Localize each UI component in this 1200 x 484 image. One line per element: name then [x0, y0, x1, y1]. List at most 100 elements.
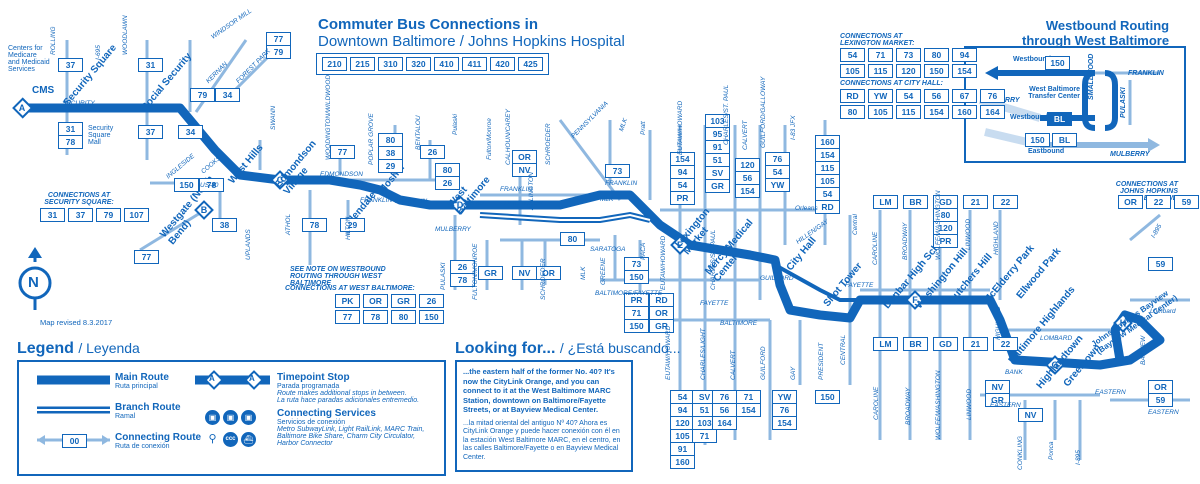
route-badge-gr[interactable]: GR: [391, 294, 416, 308]
route-badge-71[interactable]: 71: [736, 390, 761, 404]
route-badge-154[interactable]: 154: [952, 64, 977, 78]
route-badge-gr[interactable]: GR: [649, 319, 674, 333]
route-badge-80[interactable]: 80: [435, 163, 460, 177]
route-badge-78[interactable]: 78: [199, 178, 224, 192]
route-badge-73[interactable]: 73: [605, 164, 630, 178]
route-badge-54[interactable]: 54: [815, 187, 840, 201]
route-badge-nv[interactable]: NV: [512, 163, 537, 177]
route-badge-pr[interactable]: PR: [670, 191, 695, 205]
route-badge-rd[interactable]: RD: [840, 89, 865, 103]
route-badge-78[interactable]: 78: [302, 218, 327, 232]
route-badge-77[interactable]: 77: [266, 32, 291, 46]
route-badge-or[interactable]: OR: [1148, 380, 1173, 394]
route-badge-105[interactable]: 105: [815, 174, 840, 188]
route-badge-107[interactable]: 107: [124, 208, 149, 222]
route-badge-gr[interactable]: GR: [985, 393, 1010, 407]
route-badge-56[interactable]: 56: [735, 171, 760, 185]
route-badge-410[interactable]: 410: [434, 57, 459, 71]
route-badge-80[interactable]: 80: [840, 105, 865, 119]
route-badge-or[interactable]: OR: [363, 294, 388, 308]
route-badge-78[interactable]: 78: [363, 310, 388, 324]
route-badge-154[interactable]: 154: [736, 403, 761, 417]
route-badge-54[interactable]: 54: [896, 89, 921, 103]
route-badge-94[interactable]: 94: [670, 165, 695, 179]
route-badge-54[interactable]: 54: [765, 165, 790, 179]
route-badge-or[interactable]: OR: [649, 306, 674, 320]
stop-cms[interactable]: CMS: [32, 85, 55, 96]
route-badge-34[interactable]: 34: [178, 125, 203, 139]
route-badge-34[interactable]: 34: [215, 88, 240, 102]
route-badge-bl-bottom[interactable]: BL: [1052, 133, 1077, 147]
route-badge-105[interactable]: 105: [840, 64, 865, 78]
route-badge-26[interactable]: 26: [435, 176, 460, 190]
route-badge-26[interactable]: 26: [420, 145, 445, 159]
route-badge-78[interactable]: 78: [450, 273, 475, 287]
route-badge-154[interactable]: 154: [924, 105, 949, 119]
route-badge-21[interactable]: 21: [963, 337, 988, 351]
route-badge-115[interactable]: 115: [896, 105, 921, 119]
route-badge-150[interactable]: 150: [624, 319, 649, 333]
route-badge-150[interactable]: 150: [624, 270, 649, 284]
route-badge-sv[interactable]: SV: [705, 166, 730, 180]
route-badge-420[interactable]: 420: [490, 57, 515, 71]
route-badge-105[interactable]: 105: [868, 105, 893, 119]
route-badge-94[interactable]: 94: [952, 48, 977, 62]
route-badge-54[interactable]: 54: [670, 178, 695, 192]
route-badge-150[interactable]: 150: [815, 390, 840, 404]
route-badge-77[interactable]: 77: [134, 250, 159, 264]
route-badge-76[interactable]: 76: [712, 390, 737, 404]
route-badge-67[interactable]: 67: [952, 89, 977, 103]
route-badge-38[interactable]: 38: [378, 146, 403, 160]
route-badge-115[interactable]: 115: [868, 64, 893, 78]
route-badge-gd[interactable]: GD: [933, 337, 958, 351]
route-badge-164[interactable]: 164: [712, 416, 737, 430]
route-badge-150[interactable]: 150: [924, 64, 949, 78]
route-badge-411[interactable]: 411: [462, 57, 487, 71]
route-badge-79[interactable]: 79: [190, 88, 215, 102]
route-badge-73[interactable]: 73: [896, 48, 921, 62]
route-badge-215[interactable]: 215: [350, 57, 375, 71]
route-badge-br[interactable]: BR: [903, 195, 928, 209]
route-badge-79[interactable]: 79: [266, 45, 291, 59]
route-badge-yw[interactable]: YW: [765, 178, 790, 192]
route-badge-or[interactable]: OR: [1118, 195, 1143, 209]
route-badge-pr[interactable]: PR: [933, 234, 958, 248]
route-badge-91[interactable]: 91: [670, 442, 695, 456]
route-badge-154[interactable]: 154: [772, 416, 797, 430]
route-badge-150-top[interactable]: 150: [1045, 56, 1070, 70]
route-badge-pk[interactable]: PK: [335, 294, 360, 308]
route-badge-56[interactable]: 56: [924, 89, 949, 103]
route-badge-77[interactable]: 77: [335, 310, 360, 324]
route-badge-59[interactable]: 59: [1174, 195, 1199, 209]
route-badge-br[interactable]: BR: [903, 337, 928, 351]
route-badge-lm[interactable]: LM: [873, 337, 898, 351]
route-badge-nv[interactable]: NV: [985, 380, 1010, 394]
route-badge-21[interactable]: 21: [963, 195, 988, 209]
route-badge-320[interactable]: 320: [406, 57, 431, 71]
route-badge-71[interactable]: 71: [868, 48, 893, 62]
route-badge-gr[interactable]: GR: [478, 266, 503, 280]
route-badge-yw[interactable]: YW: [772, 390, 797, 404]
route-badge-37[interactable]: 37: [58, 58, 83, 72]
route-badge-38[interactable]: 38: [212, 218, 237, 232]
route-badge-pr[interactable]: PR: [624, 293, 649, 307]
route-badge-gr[interactable]: GR: [705, 179, 730, 193]
route-badge-76[interactable]: 76: [980, 89, 1005, 103]
route-badge-120[interactable]: 120: [896, 64, 921, 78]
route-badge-22[interactable]: 22: [993, 337, 1018, 351]
route-badge-lm[interactable]: LM: [873, 195, 898, 209]
route-badge-120[interactable]: 120: [735, 158, 760, 172]
route-badge-160[interactable]: 160: [952, 105, 977, 119]
route-badge-80[interactable]: 80: [378, 133, 403, 147]
route-badge-nv[interactable]: NV: [1018, 408, 1043, 422]
route-badge-71[interactable]: 71: [624, 306, 649, 320]
route-badge-nv[interactable]: NV: [512, 266, 537, 280]
route-badge-bl[interactable]: BL: [1047, 112, 1072, 126]
route-badge-26[interactable]: 26: [419, 294, 444, 308]
route-badge-or[interactable]: OR: [536, 266, 561, 280]
route-badge-54[interactable]: 54: [840, 48, 865, 62]
route-badge-115[interactable]: 115: [815, 161, 840, 175]
route-badge-37[interactable]: 37: [138, 125, 163, 139]
route-badge-29[interactable]: 29: [378, 159, 403, 173]
route-badge-95[interactable]: 95: [705, 127, 730, 141]
